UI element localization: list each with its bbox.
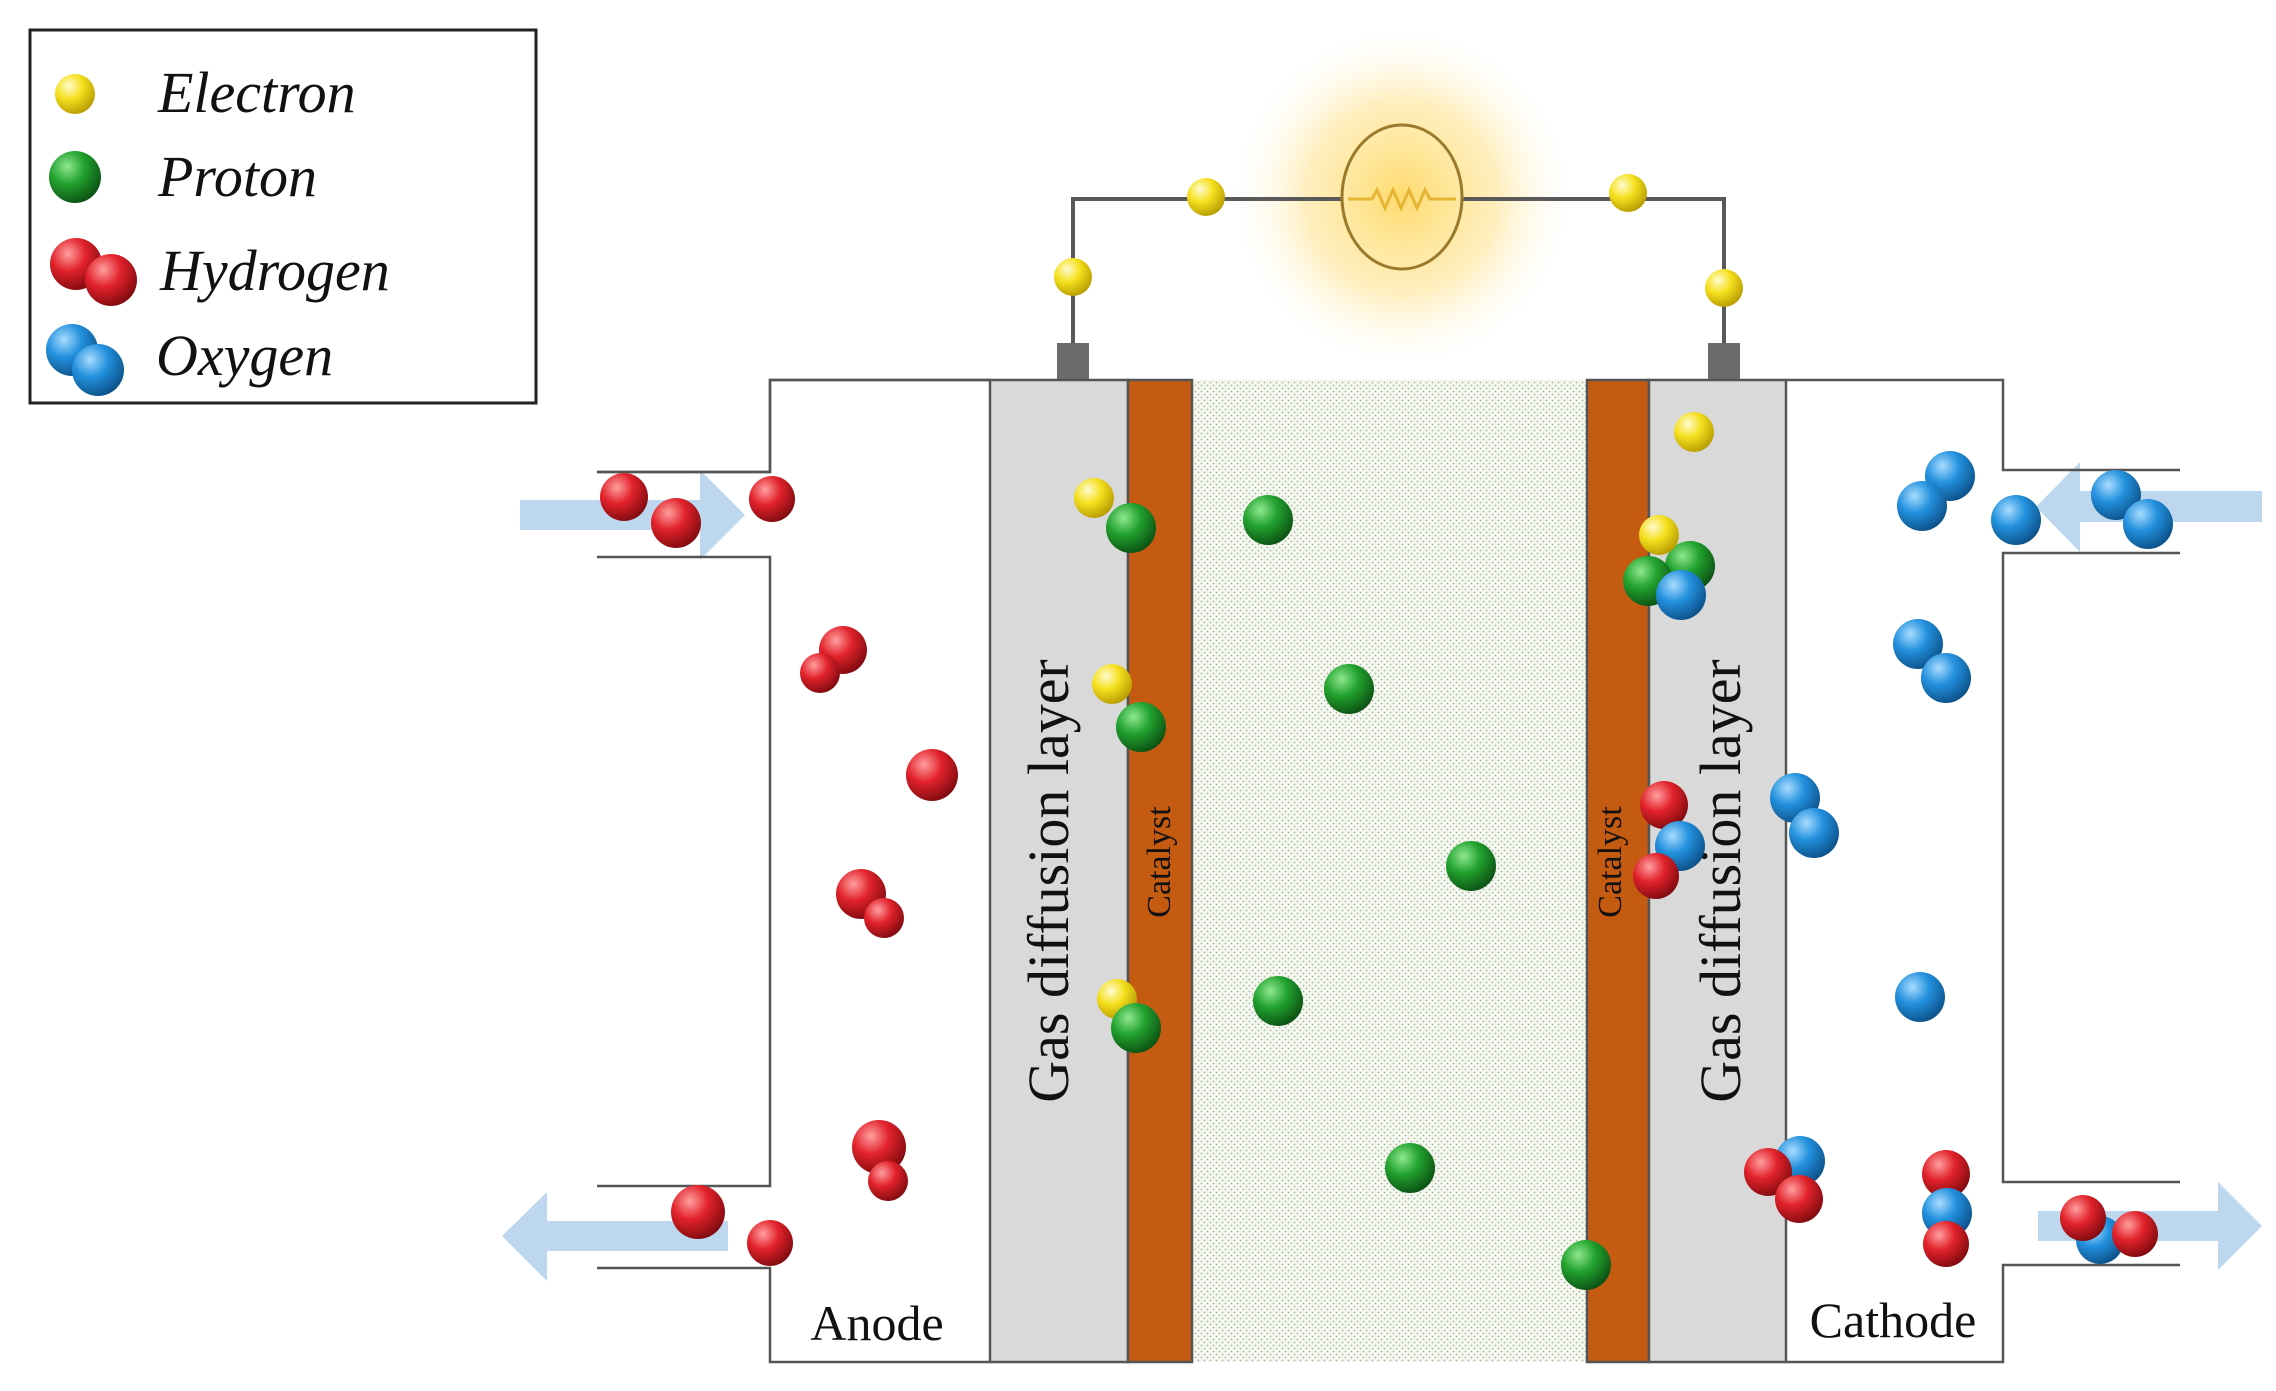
hydrogen-atom-icon (1922, 1150, 1970, 1198)
hydrogen-atom-icon (906, 749, 958, 801)
electron-icon (1074, 478, 1114, 518)
resistor-icon (1348, 186, 1456, 212)
external-circuit (1057, 22, 1740, 379)
hydrogen-atom-icon (2112, 1211, 2158, 1257)
legend-proton-label: Proton (157, 144, 317, 209)
legend-electron-label: Electron (157, 60, 356, 125)
legend-box (28, 28, 538, 405)
oxygen-atom-icon (1895, 972, 1945, 1022)
oxygen-atom-icon (1656, 570, 1706, 620)
proton-icon (1385, 1143, 1435, 1193)
legend-proton-icon (49, 151, 101, 203)
hydrogen-atom-icon (1633, 853, 1679, 899)
proton-icon (1561, 1240, 1611, 1290)
electron-icon (1639, 515, 1679, 555)
proton-icon (1116, 702, 1166, 752)
hydrogen-atom-icon (671, 1185, 725, 1239)
cathode-terminal (1708, 343, 1740, 379)
oxygen-atom-icon (1789, 808, 1839, 858)
electron-icon (1054, 258, 1092, 296)
proton-icon (1243, 495, 1293, 545)
oxygen-atom-icon (2123, 499, 2173, 549)
legend: Electron Proton Hydrogen Oxygen (28, 28, 538, 405)
proton-icon (1253, 976, 1303, 1026)
gas-diffusion-layer-right-label: Gas diffusion layer (1688, 659, 1753, 1103)
particles (600, 174, 2173, 1290)
oxygen-atom-icon (1897, 481, 1947, 531)
oxygen-atom-icon (2091, 470, 2141, 520)
legend-hydrogen-icon (50, 238, 137, 306)
proton-icon (1111, 1003, 1161, 1053)
hydrogen-atom-icon (651, 498, 701, 548)
oxygen-atom-icon (1991, 495, 2041, 545)
anode-channel-outline (597, 378, 990, 1364)
hydrogen-atom-icon (747, 1220, 793, 1266)
electron-icon (1705, 269, 1743, 307)
legend-electron-icon (55, 74, 95, 114)
legend-oxygen-label: Oxygen (156, 323, 333, 388)
hydrogen-atom-icon (1744, 1148, 1792, 1196)
gas-diffusion-layer-left (988, 378, 1130, 1364)
anode-channel (597, 378, 990, 474)
proton-icon (1106, 503, 1156, 553)
lamp-glow (1227, 22, 1577, 372)
hydrogen-atom-icon (868, 1161, 908, 1201)
proton-icon (1446, 841, 1496, 891)
circuit-wire (1071, 197, 1342, 353)
lamp-icon (1340, 123, 1464, 271)
electron-icon (1674, 412, 1714, 452)
hydrogen-outlet-arrow (502, 1192, 728, 1281)
anode-label: Anode (810, 1295, 943, 1351)
membrane (1192, 380, 1587, 1362)
hydrogen-atom-icon (600, 473, 648, 521)
hydrogen-atom-icon (2060, 1195, 2106, 1241)
hydrogen-atom-icon (864, 898, 904, 938)
electron-icon (1609, 174, 1647, 212)
electron-icon (1092, 664, 1132, 704)
hydrogen-atom-icon (1775, 1175, 1823, 1223)
hydrogen-atom-icon (1923, 1221, 1969, 1267)
cathode-label: Cathode (1810, 1292, 1977, 1348)
legend-oxygen-icon (46, 324, 124, 396)
electron-icon (1187, 178, 1225, 216)
anode-terminal (1057, 343, 1089, 379)
proton-icon (1324, 664, 1374, 714)
catalyst-left-label: Catalyst (1141, 806, 1178, 918)
cathode-channel-outline (1786, 378, 2180, 1364)
hydrogen-atom-icon (852, 1120, 906, 1174)
hydrogen-atom-icon (800, 653, 840, 693)
gas-diffusion-layer-left-label: Gas diffusion layer (1016, 659, 1081, 1103)
hydrogen-atom-icon (1640, 781, 1688, 829)
oxygen-atom-icon (1893, 619, 1943, 669)
hydrogen-atom-icon (749, 476, 795, 522)
catalyst-right-label: Catalyst (1592, 806, 1629, 918)
legend-hydrogen-label: Hydrogen (159, 238, 390, 303)
oxygen-atom-icon (1921, 653, 1971, 703)
